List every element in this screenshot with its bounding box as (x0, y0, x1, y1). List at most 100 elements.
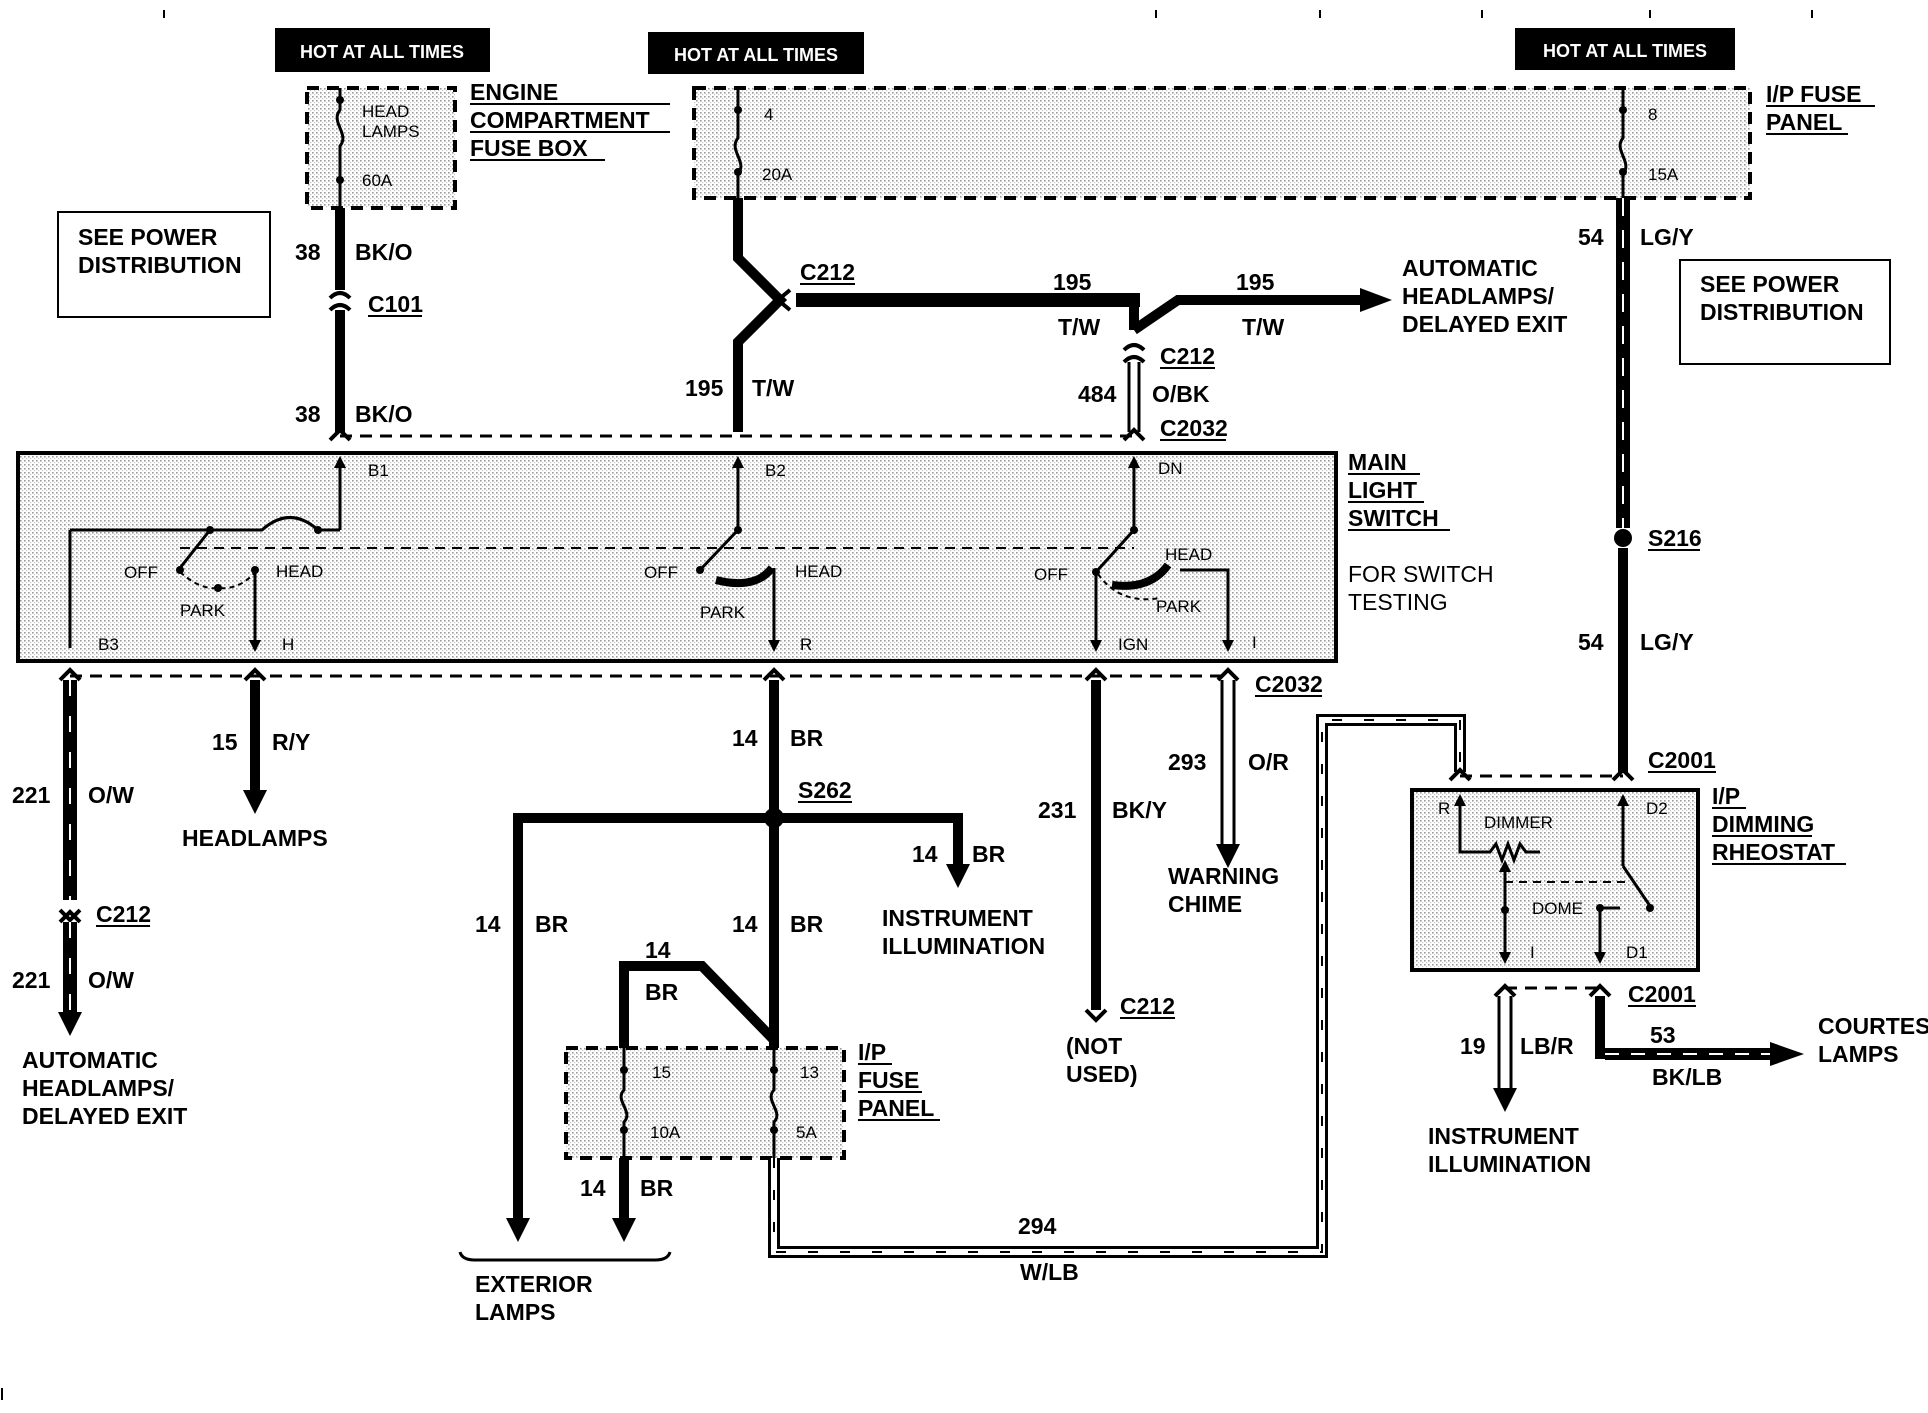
svg-text:14: 14 (645, 937, 671, 963)
auto-headlamps-left-label: AUTOMATIC HEADLAMPS/ DELAYED EXIT (22, 1047, 187, 1129)
wire-19: 19 LB/R INSTRUMENT ILLUMINATION (1428, 983, 1591, 1177)
ip-fuse-panel-top: 4 20A 8 15A (692, 86, 1752, 200)
svg-text:USED): USED) (1066, 1061, 1138, 1087)
svg-text:HEADLAMPS/: HEADLAMPS/ (22, 1075, 175, 1101)
main-light-switch-name: MAIN LIGHT SWITCH FOR SWITCH TESTING (1348, 449, 1494, 615)
svg-text:294: 294 (1018, 1213, 1057, 1239)
wire-53: 53 BK/LB COURTESY LAMPS (1588, 983, 1928, 1090)
svg-text:FUSE: FUSE (858, 1067, 919, 1093)
svg-text:B3: B3 (98, 635, 119, 654)
svg-text:C212: C212 (1120, 993, 1175, 1019)
svg-text:C212: C212 (96, 901, 151, 927)
svg-text:DOME: DOME (1532, 899, 1583, 918)
svg-text:CHIME: CHIME (1168, 891, 1242, 917)
svg-text:(NOT: (NOT (1066, 1033, 1122, 1059)
svg-text:OFF: OFF (124, 563, 158, 582)
svg-text:C2032: C2032 (1160, 415, 1228, 441)
svg-text:DN: DN (1158, 459, 1183, 478)
svg-text:14: 14 (732, 911, 758, 937)
svg-text:484: 484 (1078, 381, 1117, 407)
svg-text:195: 195 (1053, 269, 1092, 295)
svg-text:19: 19 (1460, 1033, 1486, 1059)
svg-text:I/P FUSE: I/P FUSE (1766, 81, 1861, 107)
svg-text:DIMMER: DIMMER (1484, 813, 1553, 832)
svg-text:B1: B1 (368, 461, 389, 480)
wire-54: 54 LG/Y 54 LG/Y S216 (1578, 198, 1702, 782)
svg-text:195: 195 (685, 375, 724, 401)
svg-text:C101: C101 (368, 291, 423, 317)
svg-text:BK/LB: BK/LB (1652, 1064, 1722, 1090)
svg-text:54: 54 (1578, 629, 1604, 655)
svg-text:54: 54 (1578, 224, 1604, 250)
svg-text:B2: B2 (765, 461, 786, 480)
svg-text:R: R (800, 635, 812, 654)
svg-text:15: 15 (212, 729, 238, 755)
svg-text:BR: BR (645, 979, 679, 1005)
svg-text:195: 195 (1236, 269, 1275, 295)
svg-text:ILLUMINATION: ILLUMINATION (882, 933, 1045, 959)
svg-text:AUTOMATIC: AUTOMATIC (22, 1047, 158, 1073)
svg-text:15A: 15A (1648, 165, 1679, 184)
svg-text:PARK: PARK (180, 601, 226, 620)
wire-14-exterior: 14 BR EXTERIOR LAMPS (458, 1158, 674, 1325)
svg-text:BR: BR (790, 911, 824, 937)
svg-text:LB/R: LB/R (1520, 1033, 1574, 1059)
svg-text:I/P: I/P (1712, 783, 1740, 809)
svg-text:HOT AT ALL TIMES: HOT AT ALL TIMES (674, 45, 838, 65)
svg-text:T/W: T/W (1058, 314, 1100, 340)
svg-text:38: 38 (295, 401, 321, 427)
svg-text:DISTRIBUTION: DISTRIBUTION (78, 252, 242, 278)
wire-484: 484 O/BK C212 C2032 (1078, 343, 1228, 442)
engine-fuse-box-name: ENGINE COMPARTMENT FUSE BOX (470, 79, 670, 161)
svg-text:I: I (1530, 943, 1535, 962)
svg-text:O/W: O/W (88, 782, 134, 808)
ip-fuse-panel-bottom-name: I/P FUSE PANEL (858, 1039, 940, 1121)
svg-text:COURTESY: COURTESY (1818, 1013, 1928, 1039)
svg-text:221: 221 (12, 967, 51, 993)
svg-text:BR: BR (972, 841, 1006, 867)
svg-text:S262: S262 (798, 777, 852, 803)
wire-14-br: 14 BR S262 14 BR 14 BR 14 BR 14 BR (475, 667, 1006, 1242)
svg-text:HEAD: HEAD (1165, 545, 1212, 564)
svg-text:O/W: O/W (88, 967, 134, 993)
hot-label-2: HOT AT ALL TIMES (648, 32, 864, 74)
svg-text:20A: 20A (762, 165, 793, 184)
svg-text:LG/Y: LG/Y (1640, 224, 1694, 250)
wire-231: 231 BK/Y C212 (NOT USED) (1038, 667, 1175, 1087)
wire-294: 294 W/LB (768, 714, 1472, 1285)
svg-text:SWITCH: SWITCH (1348, 505, 1439, 531)
splice-s216 (1614, 529, 1632, 547)
frame-ticks (1, 10, 1813, 1400)
dimming-rheostat-name: I/P DIMMING RHEOSTAT (1712, 783, 1846, 865)
svg-text:WARNING: WARNING (1168, 863, 1279, 889)
svg-text:FUSE BOX: FUSE BOX (470, 135, 588, 161)
ip-fuse-panel-top-name: I/P FUSE PANEL (1766, 81, 1875, 135)
svg-text:DELAYED EXIT: DELAYED EXIT (22, 1103, 187, 1129)
svg-text:IGN: IGN (1118, 635, 1148, 654)
svg-text:MAIN: MAIN (1348, 449, 1407, 475)
svg-text:221: 221 (12, 782, 51, 808)
svg-text:8: 8 (1648, 105, 1657, 124)
svg-text:13: 13 (800, 1063, 819, 1082)
svg-text:14: 14 (912, 841, 938, 867)
wire-221: 221 O/W 221 O/W C212 (12, 667, 151, 1036)
ip-fuse-panel-bottom: 15 10A 13 5A (564, 1046, 846, 1160)
svg-text:10A: 10A (650, 1123, 681, 1142)
svg-text:DIMMING: DIMMING (1712, 811, 1814, 837)
svg-text:15: 15 (652, 1063, 671, 1082)
svg-text:PANEL: PANEL (1766, 109, 1842, 135)
svg-text:14: 14 (580, 1175, 606, 1201)
svg-text:D1: D1 (1626, 943, 1648, 962)
wire-195: 195 T/W 195 T/W 195 T/W C212 (685, 198, 1392, 432)
svg-text:SEE POWER: SEE POWER (78, 224, 218, 250)
see-power-right: SEE POWER DISTRIBUTION (1679, 259, 1891, 365)
svg-text:HOT AT ALL TIMES: HOT AT ALL TIMES (1543, 41, 1707, 61)
svg-text:OFF: OFF (1034, 565, 1068, 584)
svg-text:LG/Y: LG/Y (1640, 629, 1694, 655)
svg-text:S216: S216 (1648, 525, 1702, 551)
svg-text:T/W: T/W (752, 375, 794, 401)
svg-text:TESTING: TESTING (1348, 589, 1448, 615)
svg-text:R: R (1438, 799, 1450, 818)
svg-text:DELAYED EXIT: DELAYED EXIT (1402, 311, 1567, 337)
svg-text:HEAD: HEAD (362, 102, 409, 121)
